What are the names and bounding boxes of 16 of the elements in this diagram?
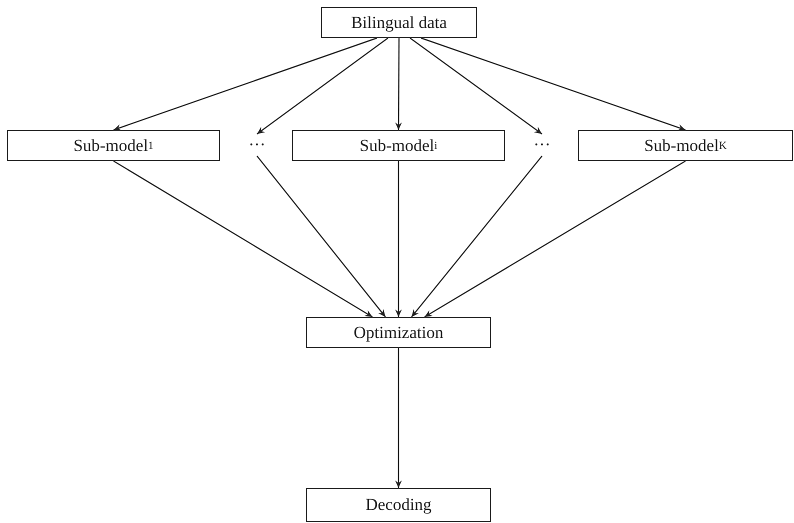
arrow bbox=[420, 37, 686, 131]
ellipsis-text: ··· bbox=[244, 134, 270, 156]
arrow bbox=[256, 156, 386, 318]
process-box: Decoding bbox=[306, 488, 491, 522]
arrow bbox=[424, 160, 686, 318]
arrow bbox=[113, 160, 373, 318]
arrow bbox=[395, 38, 402, 130]
process-box: Optimization bbox=[306, 317, 491, 348]
process-box: Bilingual data bbox=[321, 7, 477, 38]
arrow bbox=[411, 156, 542, 318]
arrow bbox=[256, 38, 388, 134]
arrow bbox=[113, 37, 378, 131]
arrow bbox=[395, 348, 402, 488]
ellipsis-text: ··· bbox=[529, 134, 555, 156]
arrow bbox=[395, 161, 402, 317]
arrow bbox=[410, 38, 542, 134]
